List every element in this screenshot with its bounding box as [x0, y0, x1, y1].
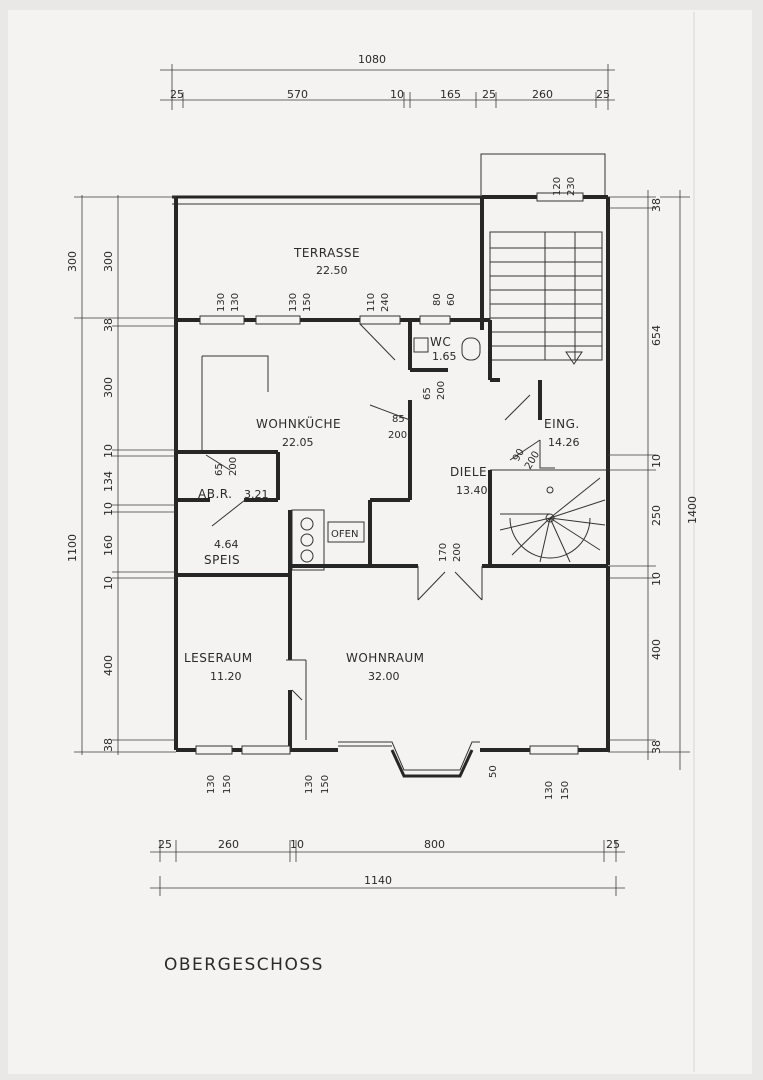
- dim-bottom-part-4: 800: [424, 838, 445, 851]
- dim-left-outer-upper: 300: [66, 251, 79, 272]
- dim-right-outer-total: 1400: [686, 496, 699, 524]
- opening-wcwin-a: 80: [432, 293, 443, 306]
- dim-left-inner-3: 300: [102, 377, 115, 398]
- dim-left-inner-4: 10: [102, 444, 115, 458]
- opening-wcdoor-b: 200: [436, 381, 447, 400]
- opening-bw1-b: 150: [222, 775, 233, 794]
- dim-top-part-4: 165: [440, 88, 461, 101]
- dim-right-inner-4: 250: [650, 505, 663, 526]
- room-wohnkueche-name: WOHNKÜCHE: [256, 415, 341, 431]
- room-leseraum-name: LESERAUM: [184, 651, 253, 665]
- dim-right-inner-1: 38: [650, 198, 663, 212]
- opening-bw3-a: 130: [544, 781, 555, 800]
- dim-left-inner-8: 10: [102, 576, 115, 590]
- right-dimensions: 38 654 10 250 10 400 38 1400: [608, 190, 699, 770]
- dim-top-part-6: 260: [532, 88, 553, 101]
- room-terrasse-area: 22.50: [316, 264, 348, 277]
- dim-right-inner-3: 10: [650, 454, 663, 468]
- opening-annotations: 120 230 130 130 130 150 110 240 80 60 65…: [206, 177, 577, 800]
- room-abr-area: 3.21: [244, 488, 269, 501]
- plan-walls: [172, 153, 610, 778]
- opening-abrdoor-a: 65: [214, 463, 225, 476]
- dim-bottom-part-1: 25: [158, 838, 172, 851]
- room-labels: TERRASSE 22.50 WC 1.65 WOHNKÜCHE 22.05 E…: [184, 246, 580, 683]
- opening-tdoor-b: 240: [380, 293, 391, 312]
- opening-tdoor-a: 110: [366, 293, 377, 312]
- opening-ldoor-b: 200: [452, 543, 463, 562]
- room-terrasse-name: TERRASSE: [293, 246, 360, 260]
- room-diele-name: DIELE: [450, 465, 487, 479]
- room-abr-name: AB.R.: [198, 487, 232, 501]
- room-eingang-area: 14.26: [548, 436, 580, 449]
- opening-tw2-b: 150: [302, 293, 313, 312]
- room-wohnraum-name: WOHNRAUM: [346, 651, 425, 665]
- dim-left-inner-10: 38: [102, 738, 115, 752]
- room-wohnraum-area: 32.00: [368, 670, 400, 683]
- room-eingang-name: EING.: [544, 417, 580, 431]
- room-wc-name: WC: [430, 335, 451, 349]
- left-dimensions: 300 1100 300 38 300 10 134 10 160 10 400…: [66, 195, 176, 755]
- plan-title: OBERGESCHOSS: [164, 955, 324, 975]
- dim-right-inner-2: 654: [650, 325, 663, 346]
- opening-kdoor-b: 200: [388, 430, 407, 441]
- dim-left-inner-1: 300: [102, 251, 115, 272]
- room-wc-area: 1.65: [432, 350, 457, 363]
- dim-left-inner-2: 38: [102, 318, 115, 332]
- room-leseraum-area: 11.20: [210, 670, 242, 683]
- opening-tw2-a: 130: [288, 293, 299, 312]
- ofen-label: OFEN: [331, 529, 358, 540]
- dim-right-inner-6: 400: [650, 639, 663, 660]
- dim-bottom-total: 1140: [364, 874, 392, 887]
- dim-top-part-7: 25: [596, 88, 610, 101]
- dim-left-inner-5: 134: [102, 471, 115, 492]
- dim-top-total: 1080: [358, 53, 386, 66]
- opening-abrdoor-b: 200: [228, 457, 239, 476]
- opening-stair-a: 120: [552, 177, 563, 196]
- opening-bw2-b: 150: [320, 775, 331, 794]
- dim-bottom-part-3: 10: [290, 838, 304, 851]
- dim-left-inner-9: 400: [102, 655, 115, 676]
- room-wohnkueche-area: 22.05: [282, 436, 314, 449]
- dim-right-inner-7: 38: [650, 740, 663, 754]
- dim-top-part-5: 25: [482, 88, 496, 101]
- dim-top-part-3: 10: [390, 88, 404, 101]
- dim-bottom-part-2: 260: [218, 838, 239, 851]
- dim-right-inner-5: 10: [650, 572, 663, 586]
- opening-ldoor-a: 170: [438, 543, 449, 562]
- opening-bw1-a: 130: [206, 775, 217, 794]
- room-speis-name: SPEIS: [204, 553, 240, 567]
- opening-tw1-a: 130: [216, 293, 227, 312]
- opening-bay: 50: [488, 765, 499, 778]
- dim-top-part-2: 570: [287, 88, 308, 101]
- top-dimensions: 1080 25 570 10 165 25 260 25: [160, 53, 615, 110]
- dim-left-inner-7: 160: [102, 535, 115, 556]
- paper: [8, 10, 752, 1074]
- opening-tw1-b: 130: [230, 293, 241, 312]
- opening-wcdoor-a: 65: [422, 387, 433, 400]
- opening-kdoor-a: 85: [392, 414, 405, 425]
- opening-bw2-a: 130: [304, 775, 315, 794]
- dim-left-outer-total: 1100: [66, 534, 79, 562]
- dim-top-part-1: 25: [170, 88, 184, 101]
- opening-bw3-b: 150: [560, 781, 571, 800]
- opening-stair-b: 230: [566, 177, 577, 196]
- room-speis-area: 4.64: [214, 538, 239, 551]
- dim-left-inner-6: 10: [102, 502, 115, 516]
- room-diele-area: 13.40: [456, 484, 488, 497]
- opening-wcwin-b: 60: [446, 293, 457, 306]
- bottom-dimensions: 25 260 10 800 25 1140: [150, 838, 625, 896]
- dim-bottom-part-5: 25: [606, 838, 620, 851]
